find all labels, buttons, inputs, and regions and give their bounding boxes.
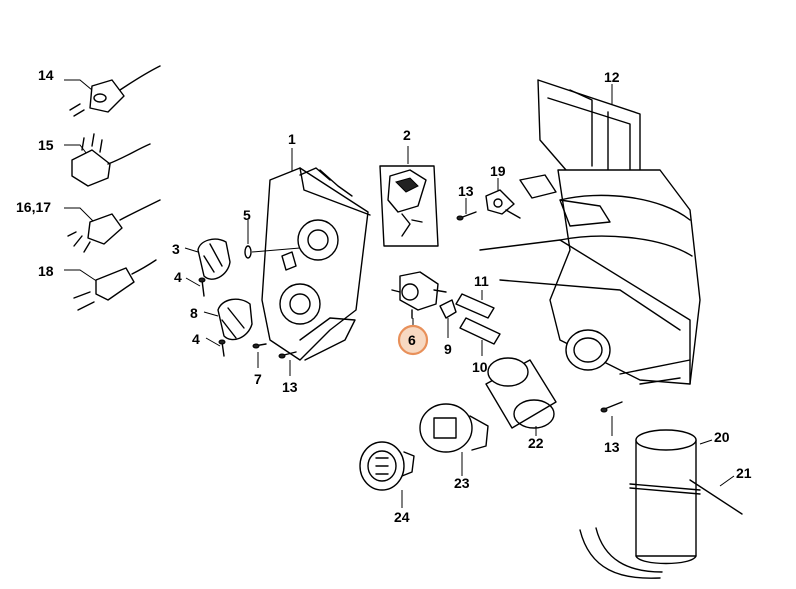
- screw-part-13b[interactable]: [456, 198, 477, 221]
- callout-4b: 4: [192, 331, 200, 347]
- callout-14: 14: [38, 67, 54, 83]
- gauge-part-24[interactable]: [359, 441, 415, 508]
- front-housing-part-1[interactable]: [261, 148, 371, 361]
- bracket-part-19[interactable]: [485, 178, 521, 219]
- callout-16-17: 16,17: [16, 199, 51, 215]
- callout-18: 18: [38, 263, 54, 279]
- plug-part-15[interactable]: [64, 133, 151, 187]
- callout-7: 7: [254, 371, 262, 387]
- screw-part-13c[interactable]: [600, 401, 623, 436]
- callout-6: 6: [408, 332, 416, 348]
- callout-1: 1: [288, 131, 296, 147]
- callout-10: 10: [472, 359, 488, 375]
- screw-part-7[interactable]: [252, 343, 267, 368]
- callout-13c: 13: [604, 439, 620, 455]
- tube-part-11[interactable]: [455, 290, 495, 319]
- knob-part-8[interactable]: [203, 298, 253, 341]
- callout-22: 22: [528, 435, 544, 451]
- callout-12: 12: [604, 69, 620, 85]
- callout-20: 20: [714, 429, 730, 445]
- bezel-part-23[interactable]: [419, 403, 489, 476]
- screw-part-4b[interactable]: [205, 337, 226, 357]
- callout-5: 5: [243, 207, 251, 223]
- callout-13a: 13: [282, 379, 298, 395]
- callout-21: 21: [736, 465, 752, 481]
- callout-8: 8: [190, 305, 198, 321]
- callout-4a: 4: [174, 269, 182, 285]
- switch-part-2[interactable]: [379, 146, 439, 247]
- cylinder-part-22[interactable]: [485, 357, 557, 436]
- screw-part-4a[interactable]: [185, 277, 206, 297]
- callout-13b: 13: [458, 183, 474, 199]
- plug-part-18[interactable]: [64, 259, 157, 311]
- strap-part-21[interactable]: [629, 475, 743, 515]
- callout-24: 24: [394, 509, 410, 525]
- callout-11: 11: [474, 273, 489, 289]
- callout-15: 15: [38, 137, 54, 153]
- plug-part-14[interactable]: [64, 65, 161, 117]
- capacitor-part-20[interactable]: [579, 429, 713, 579]
- tube-part-10[interactable]: [459, 317, 501, 356]
- callout-19: 19: [490, 163, 506, 179]
- knob-part-3[interactable]: [184, 238, 231, 280]
- callout-highlight-ring: [397, 324, 429, 356]
- clip-part-9[interactable]: [439, 299, 457, 338]
- plug-part-16-17[interactable]: [64, 199, 161, 253]
- screw-part-13a[interactable]: [278, 351, 297, 376]
- callout-3: 3: [172, 241, 180, 257]
- main-body-part-12[interactable]: [479, 79, 701, 385]
- callout-9: 9: [444, 341, 452, 357]
- callout-2: 2: [403, 127, 411, 143]
- selector-part-6[interactable]: [391, 271, 447, 326]
- callout-23: 23: [454, 475, 470, 491]
- ring-part-5[interactable]: [244, 220, 301, 259]
